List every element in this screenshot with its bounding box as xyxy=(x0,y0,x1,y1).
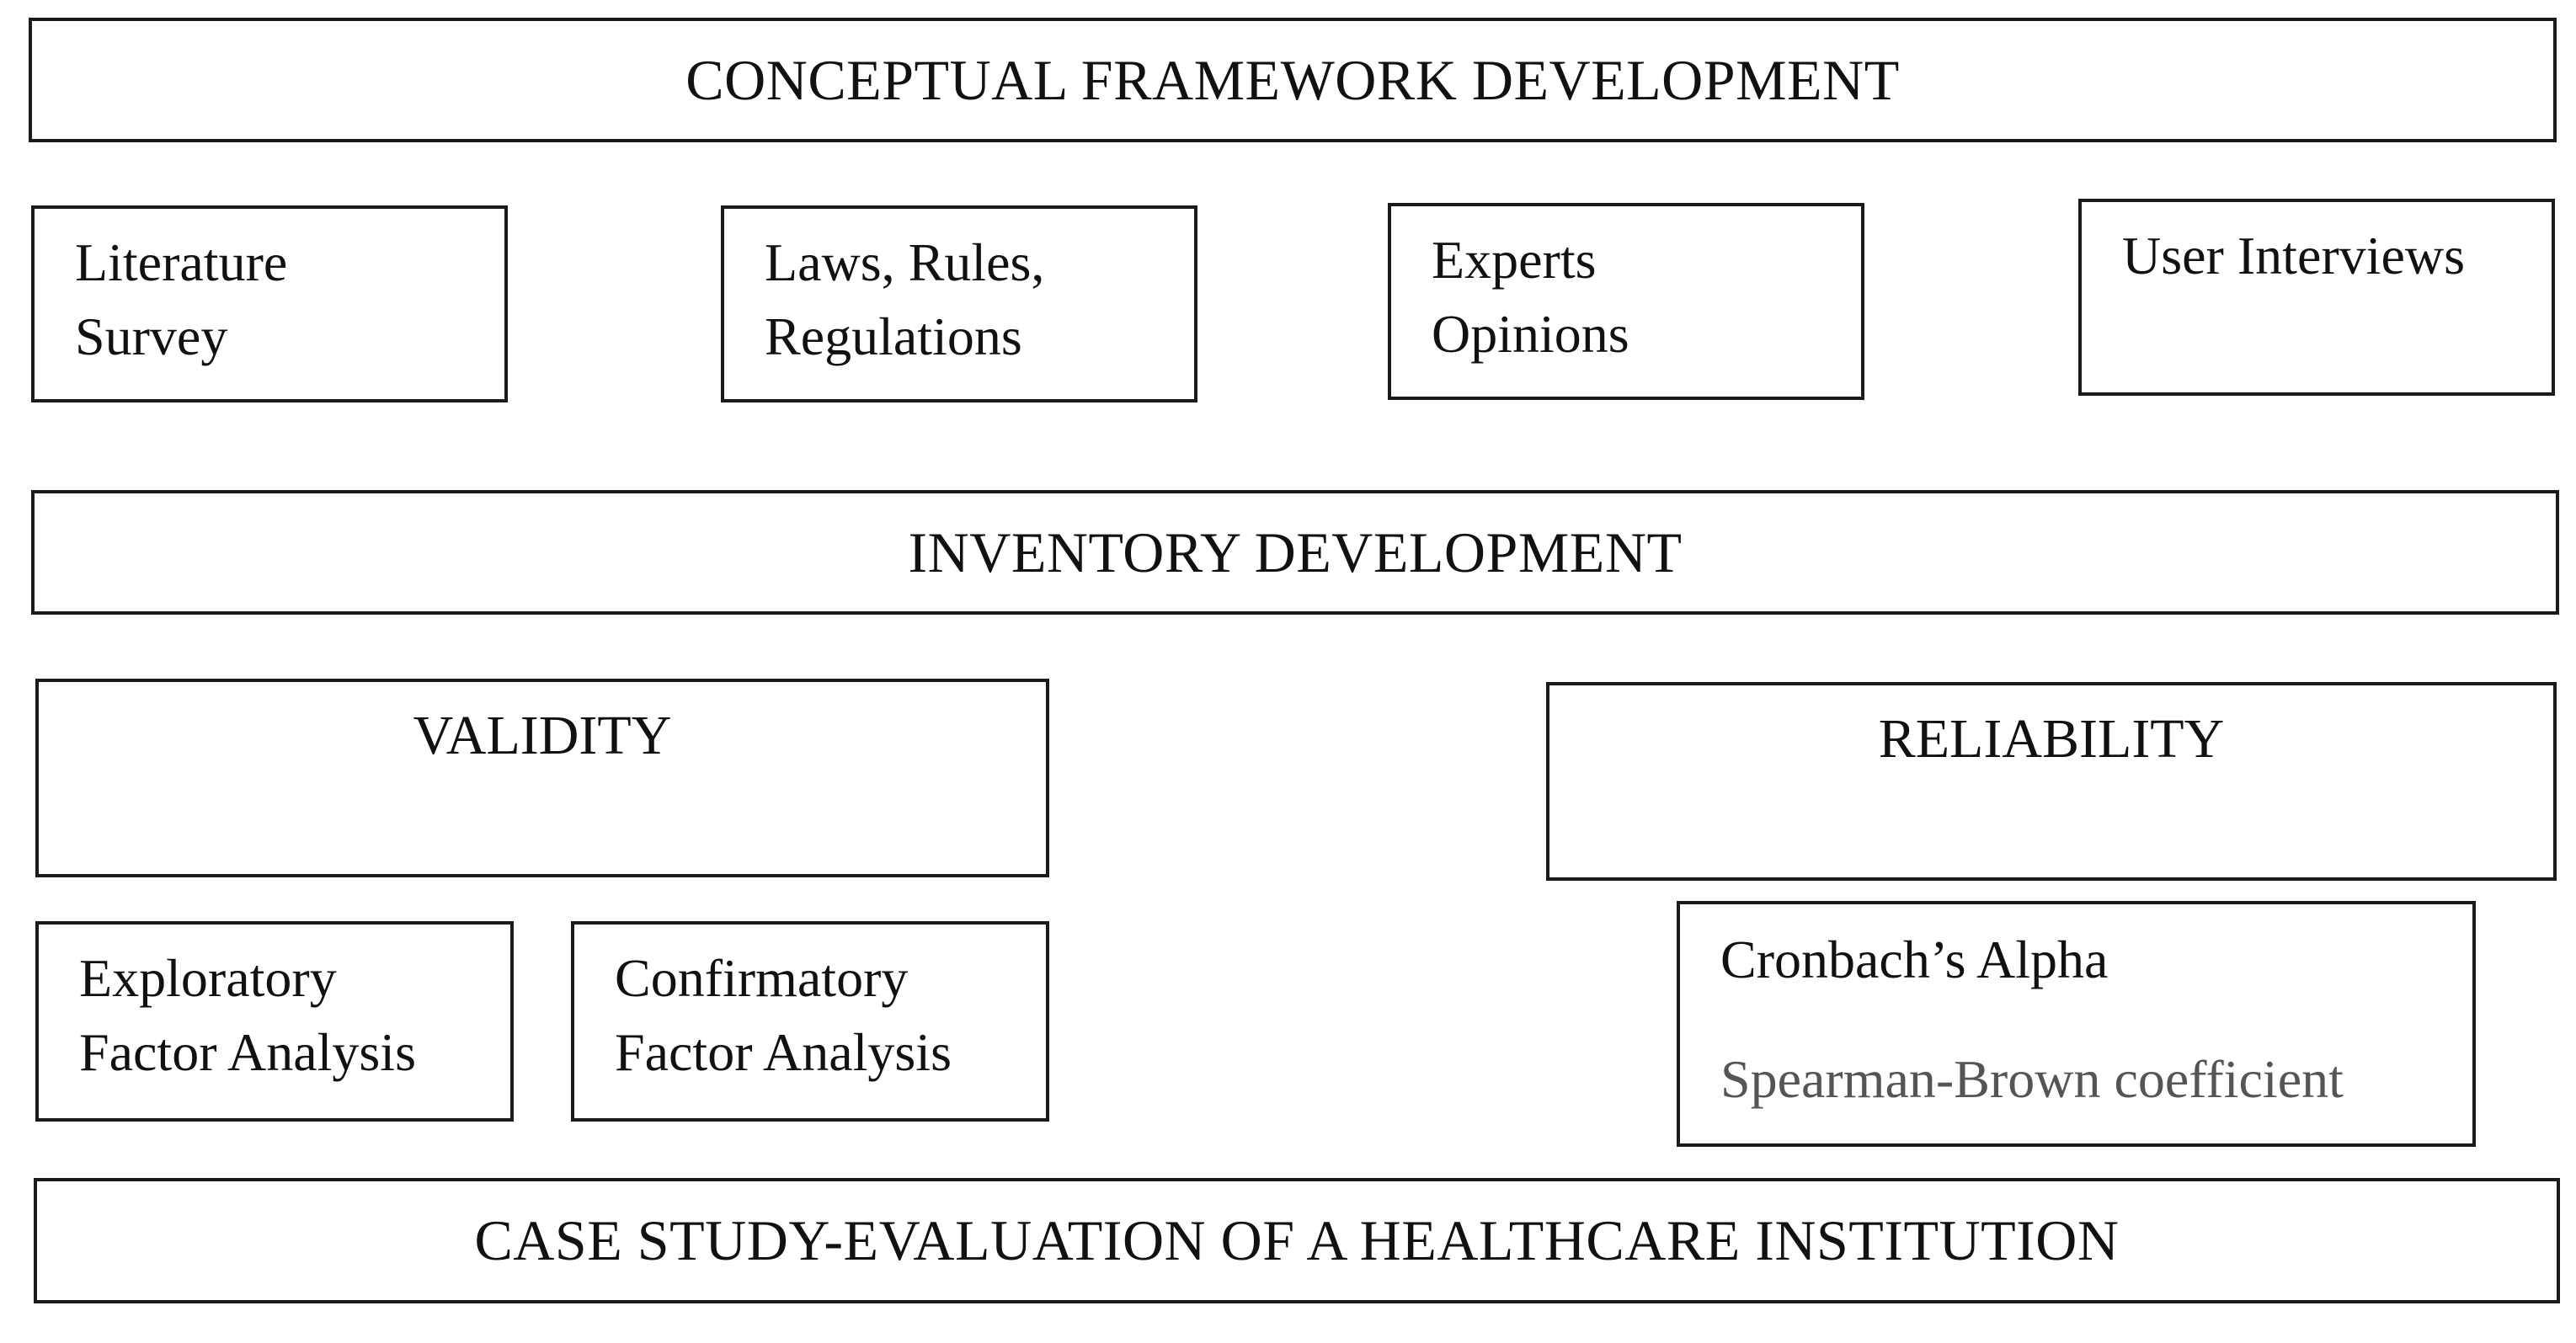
efa-line-1: Exploratory xyxy=(79,948,337,1008)
laws-line-1: Laws, Rules, xyxy=(765,232,1045,292)
reliability-title: RELIABILITY xyxy=(1878,708,2225,770)
cfa-line-2: Factor Analysis xyxy=(615,1022,952,1082)
experts-opinions-box: Experts Opinions xyxy=(1388,203,1864,400)
experts-line-1: Experts xyxy=(1432,230,1597,290)
literature-survey-line-2: Survey xyxy=(75,306,228,366)
cronbachs-alpha-label: Cronbach’s Alpha xyxy=(1720,930,2109,989)
validity-box: VALIDITY xyxy=(35,679,1049,877)
laws-rules-regulations-box: Laws, Rules, Regulations xyxy=(721,205,1197,402)
literature-survey-box: Literature Survey xyxy=(31,205,508,402)
literature-survey-line-1: Literature xyxy=(75,232,288,292)
case-study-box: CASE STUDY-EVALUATION OF A HEALTHCARE IN… xyxy=(34,1178,2560,1303)
inventory-development-title: INVENTORY DEVELOPMENT xyxy=(908,520,1683,584)
confirmatory-factor-analysis-box: Confirmatory Factor Analysis xyxy=(571,921,1049,1122)
cfa-line-1: Confirmatory xyxy=(615,948,909,1008)
experts-line-2: Opinions xyxy=(1432,304,1629,364)
case-study-title: CASE STUDY-EVALUATION OF A HEALTHCARE IN… xyxy=(474,1208,2120,1272)
conceptual-framework-title: CONCEPTUAL FRAMEWORK DEVELOPMENT xyxy=(685,47,1900,112)
user-interviews-box: User Interviews xyxy=(2078,199,2555,396)
spearman-brown-label: Spearman-Brown coefficient xyxy=(1720,1049,2344,1109)
validity-title: VALIDITY xyxy=(413,705,672,766)
user-interviews-line-1: User Interviews xyxy=(2122,226,2465,285)
inventory-development-box: INVENTORY DEVELOPMENT xyxy=(31,490,2559,615)
conceptual-framework-box: CONCEPTUAL FRAMEWORK DEVELOPMENT xyxy=(29,18,2557,142)
reliability-methods-box: Cronbach’s Alpha Spearman-Brown coeffici… xyxy=(1677,901,2476,1147)
efa-line-2: Factor Analysis xyxy=(79,1022,416,1082)
exploratory-factor-analysis-box: Exploratory Factor Analysis xyxy=(35,921,514,1122)
laws-line-2: Regulations xyxy=(765,306,1022,366)
reliability-box: RELIABILITY xyxy=(1546,682,2557,881)
